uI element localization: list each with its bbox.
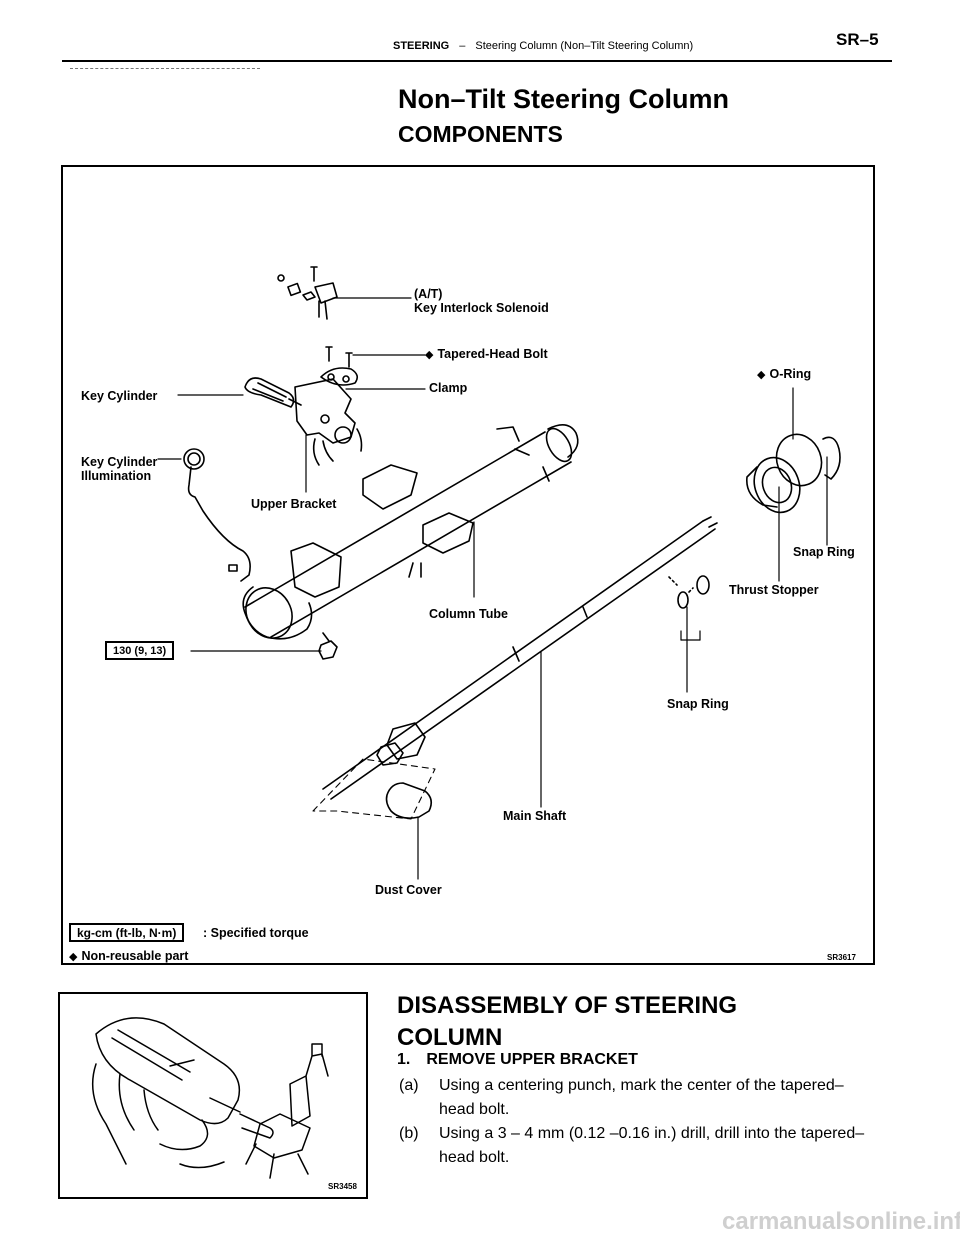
watermark: carmanualsonline.info — [722, 1208, 960, 1235]
label-o-ring: ◆O-Ring — [757, 367, 811, 382]
dust-cover — [312, 758, 436, 820]
label-at: (A/T) — [414, 287, 443, 301]
torque-value-box: 130 (9, 13) — [105, 641, 175, 660]
main-shaft — [322, 516, 718, 800]
header-title: STEERING–Steering Column (Non–Tilt Steer… — [393, 40, 693, 52]
label-illumination-2: Illumination — [81, 469, 152, 483]
substep-key: (b) — [399, 1125, 419, 1142]
components-drawing — [157, 266, 841, 880]
substep-a: (a) Using a centering punch, mark the cen… — [397, 1074, 877, 1122]
label-dust-cover: Dust Cover — [375, 883, 442, 897]
label-key-cylinder: Key Cylinder — [81, 389, 158, 403]
legend-nonreusable: ◆Non-reusable part — [69, 949, 188, 964]
header-rule — [62, 60, 892, 62]
substep-text: Using a centering punch, mark the center… — [439, 1077, 844, 1118]
header-subtitle: Steering Column (Non–Tilt Steering Colum… — [475, 40, 694, 52]
label-thrust-stopper: Thrust Stopper — [729, 583, 819, 597]
nonreusable-diamond-icon: ◆ — [757, 369, 766, 381]
disassembly-heading: DISASSEMBLY OF STEERING COLUMN — [397, 992, 738, 1051]
legend-torque-text: : Specified torque — [203, 926, 309, 940]
page-number: SR–5 — [836, 30, 879, 49]
page-header: STEERING–Steering Column (Non–Tilt Steer… — [0, 0, 960, 70]
lower-snap-rings — [668, 575, 710, 609]
figure-code: SR3617 — [827, 953, 856, 962]
label-snap-ring-lower: Snap Ring — [667, 697, 729, 711]
label-tapered-head-bolt: ◆Tapered-Head Bolt — [425, 347, 548, 362]
legend-torque-units: kg-cm (ft-lb, N·m) — [69, 923, 185, 942]
components-figure: (A/T) Key Interlock Solenoid ◆Tapered-He… — [61, 165, 875, 965]
step-title: REMOVE UPPER BRACKET — [426, 1051, 638, 1068]
drilling-figure-code: SR3458 — [328, 1182, 357, 1191]
header-scrap-line — [70, 68, 260, 69]
nonreusable-diamond-icon: ◆ — [425, 349, 434, 361]
label-key-interlock-solenoid: Key Interlock Solenoid — [414, 301, 549, 315]
label-upper-bracket: Upper Bracket — [251, 497, 337, 511]
header-separator: – — [459, 40, 466, 52]
solenoid-parts — [277, 266, 338, 320]
page-title: Non–Tilt Steering Column — [398, 84, 730, 114]
column-tube — [242, 424, 579, 640]
components-heading: COMPONENTS — [398, 121, 563, 147]
step-1: 1. REMOVE UPPER BRACKET — [397, 1051, 638, 1069]
bolts-and-clamp — [320, 346, 359, 386]
key-cylinder — [244, 377, 302, 408]
drilling-figure: SR3458 — [58, 992, 368, 1199]
label-illumination-1: Key Cylinder — [81, 455, 158, 469]
step-number: 1. — [397, 1051, 411, 1068]
thrust-stopper-and-rings — [746, 433, 841, 514]
substep-b: (b) Using a 3 – 4 mm (0.12 –0.16 in.) dri… — [397, 1122, 877, 1170]
upper-bracket — [294, 378, 363, 466]
substep-key: (a) — [399, 1077, 419, 1094]
illumination-part — [183, 448, 251, 582]
o-ring-text: O-Ring — [769, 367, 812, 381]
label-main-shaft: Main Shaft — [503, 809, 567, 823]
leader-lines — [157, 297, 828, 880]
label-column-tube: Column Tube — [429, 607, 508, 621]
nonreusable-diamond-icon: ◆ — [69, 951, 78, 963]
label-snap-ring-upper: Snap Ring — [793, 545, 855, 559]
legend-nonreusable-text: Non-reusable part — [81, 949, 189, 963]
drilling-drawing — [91, 1017, 329, 1179]
column-bolt — [318, 632, 338, 660]
label-clamp: Clamp — [429, 381, 468, 395]
substep-text: Using a 3 – 4 mm (0.12 –0.16 in.) drill,… — [439, 1125, 865, 1166]
tapered-head-bolt-text: Tapered-Head Bolt — [437, 347, 548, 361]
header-section: STEERING — [393, 40, 450, 52]
